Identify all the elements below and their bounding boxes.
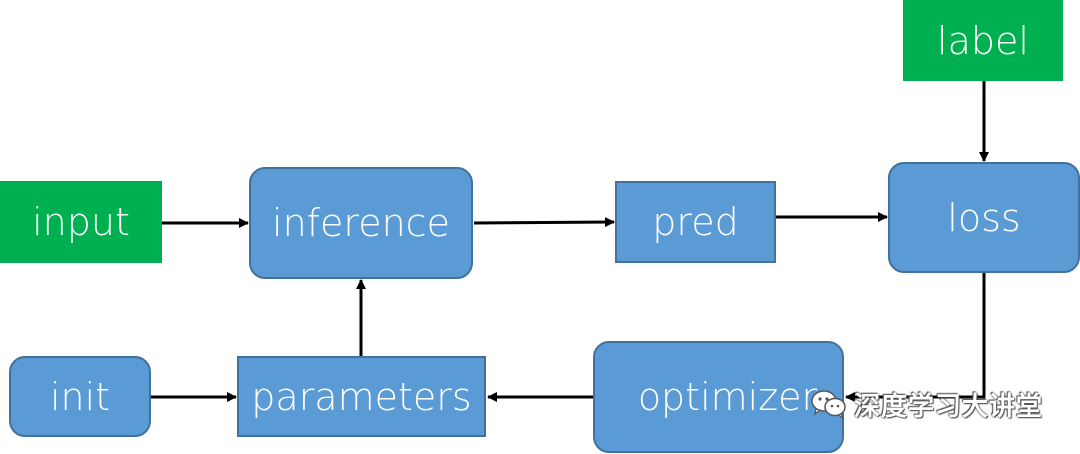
loss-node: loss <box>888 162 1080 273</box>
label-node: label <box>903 0 1063 81</box>
watermark: 深度学习大讲堂 <box>810 384 1043 424</box>
wechat-icon <box>811 390 846 420</box>
arrow-loss-to-optimizer <box>845 273 986 402</box>
init-node: init <box>9 356 151 437</box>
parameters-node: parameters <box>237 356 486 437</box>
arrow-inference-to-pred <box>473 217 615 228</box>
watermark-text: 深度学习大讲堂 <box>854 391 1044 422</box>
inference-node: inference <box>249 167 473 279</box>
optimizer-node: optimizer <box>593 341 844 453</box>
input-node: input <box>0 181 162 263</box>
pred-node: pred <box>615 181 776 263</box>
